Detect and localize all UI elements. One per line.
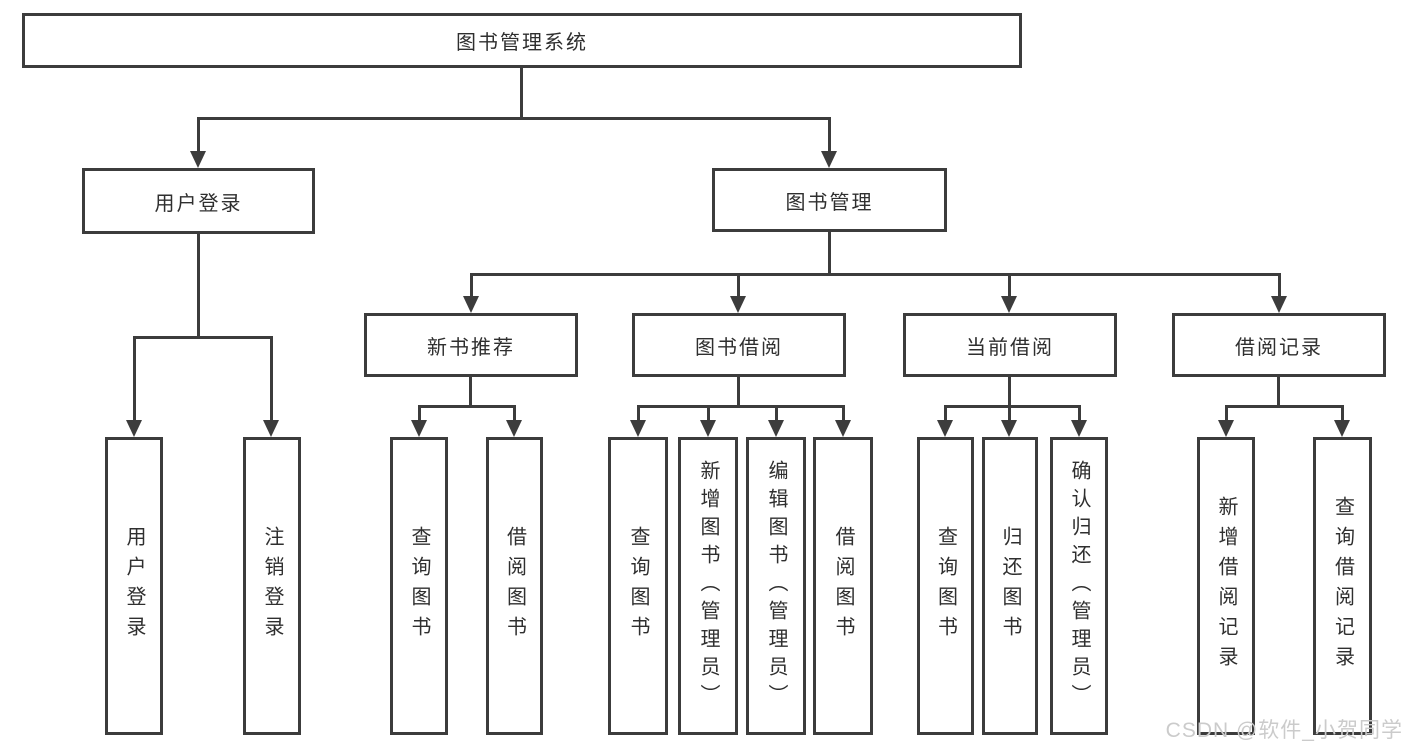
arrow-down-icon (190, 151, 206, 168)
connector-drop (737, 273, 740, 297)
leaf-query-borrow-record: 查询借阅记录 (1313, 437, 1372, 735)
arrow-down-icon (1271, 296, 1287, 313)
node-current-borrowing: 当前借阅 (903, 313, 1117, 377)
connector-drop (270, 336, 273, 421)
leaf-borrow-books-recommend: 借阅图书 (486, 437, 543, 735)
arrow-down-icon (1001, 420, 1017, 437)
leaf-query-books-recommend: 查询图书 (390, 437, 448, 735)
connector-drop (707, 405, 710, 421)
connector-drop (842, 405, 845, 421)
connector-drop (775, 405, 778, 421)
connector-user-login-stem (197, 234, 200, 339)
arrow-down-icon (1218, 420, 1234, 437)
leaf-borrow-books-borrowing: 借阅图书 (813, 437, 873, 735)
leaf-user-login: 用户登录 (105, 437, 163, 735)
connector-drop (133, 336, 136, 421)
connector-bus (418, 405, 516, 408)
arrow-down-icon (411, 420, 427, 437)
node-book-borrowing: 图书借阅 (632, 313, 846, 377)
leaf-logout-login: 注销登录 (243, 437, 301, 735)
arrow-down-icon (126, 420, 142, 437)
connector-drop-book-management (828, 117, 831, 153)
connector-drop (513, 405, 516, 421)
connector-drop (470, 273, 473, 297)
node-borrowing-records: 借阅记录 (1172, 313, 1386, 377)
connector-drop (418, 405, 421, 421)
connector-bus (1225, 405, 1344, 408)
arrow-down-icon (835, 420, 851, 437)
connector-drop (1008, 405, 1011, 421)
node-book-management: 图书管理 (712, 168, 947, 232)
connector-stem (1008, 377, 1011, 408)
connector-stem (737, 377, 740, 408)
connector-drop (1341, 405, 1344, 421)
leaf-edit-books-admin: 编辑图书（管理员） (746, 437, 806, 735)
arrow-down-icon (700, 420, 716, 437)
connector-drop (1278, 273, 1281, 297)
connector-drop (637, 405, 640, 421)
csdn-watermark: CSDN @软件_小贺同学 (1165, 719, 1403, 742)
connector-bus (637, 405, 845, 408)
leaf-query-books-borrowing: 查询图书 (608, 437, 668, 735)
connector-drop (944, 405, 947, 421)
connector-bus-level2 (470, 273, 1281, 276)
connector-drop (1078, 405, 1081, 421)
connector-root-stem (520, 68, 523, 118)
connector-drop (1008, 273, 1011, 297)
connector-drop (1225, 405, 1228, 421)
arrow-down-icon (1334, 420, 1350, 437)
node-new-book-recommendation: 新书推荐 (364, 313, 578, 377)
arrow-down-icon (506, 420, 522, 437)
arrow-down-icon (630, 420, 646, 437)
leaf-add-borrow-record: 新增借阅记录 (1197, 437, 1255, 735)
arrow-down-icon (937, 420, 953, 437)
node-user-login: 用户登录 (82, 168, 315, 234)
leaf-add-books-admin: 新增图书（管理员） (678, 437, 738, 735)
connector-bus (944, 405, 1081, 408)
arrow-down-icon (263, 420, 279, 437)
node-library-management-system: 图书管理系统 (22, 13, 1022, 68)
arrow-down-icon (1071, 420, 1087, 437)
leaf-query-books-current: 查询图书 (917, 437, 974, 735)
leaf-confirm-return-admin: 确认归还（管理员） (1050, 437, 1108, 735)
arrow-down-icon (730, 296, 746, 313)
arrow-down-icon (463, 296, 479, 313)
connector-book-management-stem (828, 232, 831, 276)
arrow-down-icon (768, 420, 784, 437)
arrow-down-icon (1001, 296, 1017, 313)
connector-bus-user-login (133, 336, 273, 339)
connector-stem (469, 377, 472, 408)
connector-drop-user-login (197, 117, 200, 153)
connector-bus-level1 (197, 117, 830, 120)
leaf-return-books: 归还图书 (982, 437, 1038, 735)
arrow-down-icon (821, 151, 837, 168)
connector-stem (1277, 377, 1280, 408)
